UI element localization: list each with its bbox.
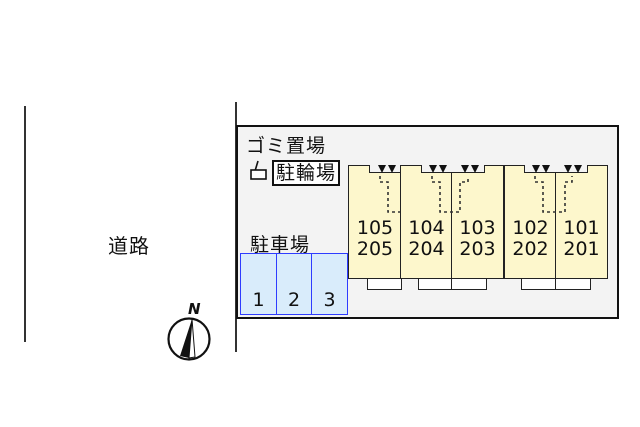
north-arrow-icon [167,317,211,361]
balcony [418,279,453,290]
unit-number-lower: 103 [459,217,496,239]
unit-number-upper: 205 [356,238,394,260]
road-edge-left [24,106,26,342]
road-label: 道路 [108,234,150,258]
garbage-pointer-icon [250,160,267,180]
balcony [521,279,557,290]
entrance-notch [524,165,588,173]
balcony [555,279,591,290]
unit-number-lower: 105 [356,217,394,239]
balcony [367,279,402,290]
bicycle-parking-label: 駐輪場 [272,160,341,186]
entrance-arrow-icon [471,165,479,173]
entrance-arrow-icon [532,165,540,173]
parking-space-2: 2 [275,253,313,315]
parking-space-number: 1 [252,289,265,311]
entrance-arrow-icon [429,165,437,173]
unit-number-upper: 204 [408,238,445,260]
parking-lot: 1 2 3 [240,253,348,315]
parking-space-3: 3 [311,253,348,315]
unit-number-upper: 203 [459,238,496,260]
balcony [451,279,487,290]
parking-space-number: 2 [287,289,301,311]
parking-space-number: 3 [323,289,336,311]
parking-space-1: 1 [240,253,277,315]
entrance-arrow-icon [439,165,447,173]
unit-number-upper: 201 [563,238,600,260]
parking-label: 駐車場 [250,234,311,256]
unit-number-lower: 101 [563,217,600,239]
unit-number-lower: 104 [408,217,445,239]
entrance-arrow-icon [388,165,396,173]
entrance-arrow-icon [564,165,572,173]
garbage-area-label: ゴミ置場 [246,135,327,157]
entrance-arrow-icon [461,165,469,173]
entrance-arrow-icon [378,165,386,173]
unit-number-upper: 202 [512,238,549,260]
compass-north-label: N [188,300,201,318]
entrance-arrow-icon [574,165,582,173]
entrance-arrow-icon [542,165,550,173]
entrance-notch [421,165,485,173]
unit-number-lower: 102 [512,217,549,239]
